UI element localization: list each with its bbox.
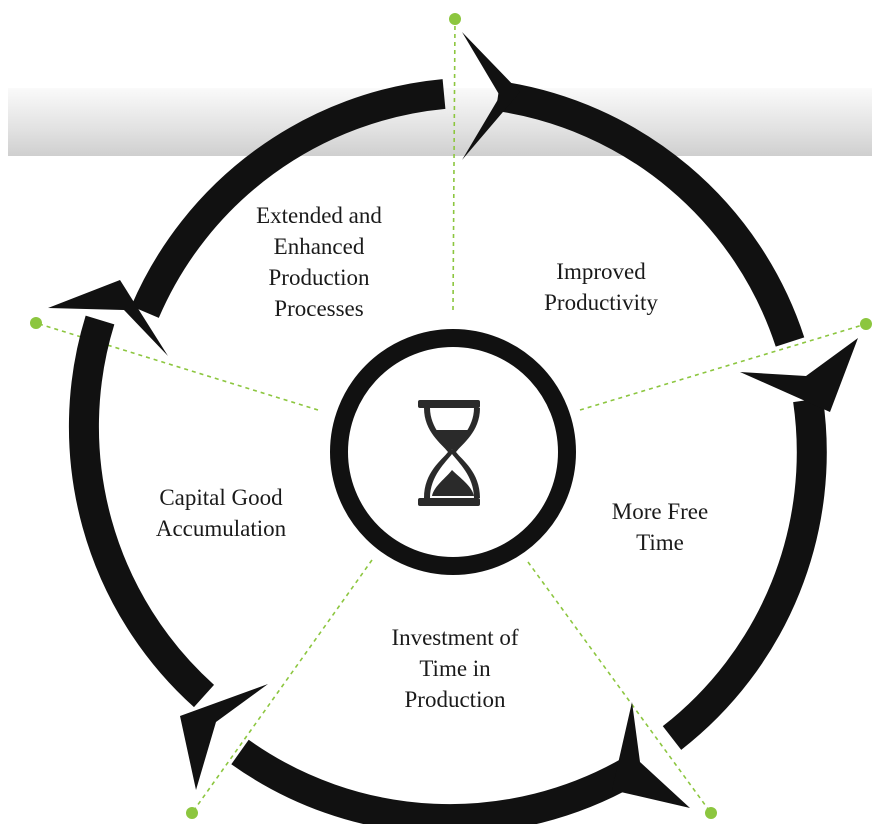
connector-line-bottom-right <box>527 561 712 814</box>
arrowhead-left <box>48 280 168 356</box>
ring-segment-right <box>662 397 827 750</box>
connector-line-top <box>452 18 456 311</box>
arrowheads <box>48 32 858 808</box>
arrowhead-bottom-right <box>612 702 690 808</box>
arrowhead-right <box>740 338 858 412</box>
connector-line-bottom-left <box>191 559 373 814</box>
hourglass-icon <box>418 400 480 506</box>
connectors <box>35 18 867 814</box>
arrowhead-bottom-left <box>180 684 268 790</box>
step-label-more-free-time: More Free Time <box>611 499 709 555</box>
connector-dot-top <box>449 13 461 25</box>
arrowhead-top <box>462 32 520 160</box>
connector-dots <box>30 13 872 819</box>
ring-segment-left <box>68 315 215 708</box>
connector-dot-bottom-right <box>705 807 717 819</box>
ring-segment-top-left <box>131 79 446 318</box>
connector-line-right <box>579 323 867 411</box>
cycle-ring <box>68 79 827 824</box>
step-label-investment-of-time: Investment of Time in Production <box>391 625 519 712</box>
step-label-capital-good-accumulation: Capital Good Accumulation <box>155 485 287 541</box>
connector-dot-left <box>30 317 42 329</box>
step-label-extended-production: Extended and Enhanced Production Process… <box>256 203 382 321</box>
ring-segment-top-right <box>495 81 805 347</box>
connector-dot-right <box>860 318 872 330</box>
ring-segment-bottom <box>231 739 640 824</box>
connector-line-left <box>35 322 319 411</box>
connector-dot-bottom-left <box>186 807 198 819</box>
step-label-improved-productivity: Improved Productivity <box>544 259 658 315</box>
